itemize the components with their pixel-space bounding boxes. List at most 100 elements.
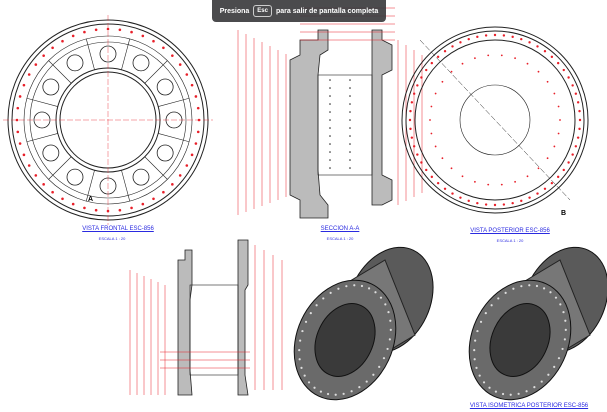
back-view bbox=[401, 26, 589, 214]
lightening-hole bbox=[42, 144, 60, 162]
bolt-hole bbox=[360, 284, 364, 288]
bolt-hole bbox=[313, 386, 316, 389]
bolt-hole bbox=[511, 201, 514, 205]
bolt-hole bbox=[299, 339, 302, 342]
lightening-hole bbox=[156, 78, 174, 96]
section-flange-right bbox=[237, 239, 249, 396]
bolt-hole bbox=[562, 68, 565, 72]
bolt-hole bbox=[562, 311, 565, 314]
ring-outline bbox=[414, 39, 576, 201]
hole-mark bbox=[329, 95, 331, 97]
iso-view-title: VISTA ISOMETRICA POSTERIOR ESC-856 bbox=[469, 403, 589, 409]
inner-hole bbox=[441, 157, 444, 160]
bolt-hole bbox=[315, 304, 318, 307]
bolt-hole bbox=[479, 320, 483, 323]
bolt-hole bbox=[512, 287, 515, 290]
bolt-hole bbox=[412, 92, 416, 95]
bolt-hole bbox=[576, 136, 580, 139]
bolt-hole bbox=[303, 374, 306, 377]
bolt-hole bbox=[152, 39, 155, 43]
section-view-scale: ESCALA 1 : 20 bbox=[326, 236, 354, 241]
bolt-hole bbox=[517, 392, 520, 395]
bolt-hole bbox=[564, 319, 567, 322]
bolt-hole bbox=[130, 30, 133, 34]
bolt-hole bbox=[152, 197, 155, 201]
hole-mark bbox=[329, 127, 331, 129]
bolt-hole bbox=[502, 203, 506, 206]
bolt-hole bbox=[547, 373, 550, 376]
rib-line bbox=[26, 97, 58, 107]
bolt-hole bbox=[34, 174, 38, 177]
hole-mark bbox=[329, 167, 331, 169]
inner-hole bbox=[537, 70, 540, 73]
hole-mark bbox=[349, 111, 351, 113]
bolt-hole bbox=[16, 106, 20, 110]
bolt-hole bbox=[130, 206, 133, 210]
lightening-hole bbox=[156, 144, 174, 162]
inner-hole bbox=[474, 57, 476, 60]
bolt-hole bbox=[509, 393, 512, 396]
bolt-hole bbox=[378, 365, 381, 368]
hole-mark bbox=[349, 127, 351, 129]
bolt-hole bbox=[494, 390, 498, 393]
rib-line bbox=[85, 170, 95, 202]
bolt-hole bbox=[511, 35, 514, 39]
rib-line bbox=[158, 97, 190, 107]
bolt-hole bbox=[578, 127, 581, 131]
ring-outline bbox=[401, 26, 589, 214]
bolt-hole bbox=[571, 84, 574, 87]
hole-mark bbox=[349, 119, 351, 121]
bolt-hole bbox=[556, 61, 560, 65]
bolt-hole bbox=[451, 192, 454, 195]
bolt-hole bbox=[83, 30, 86, 34]
front-view bbox=[3, 15, 213, 225]
drum-body bbox=[317, 74, 373, 176]
bolt-hole bbox=[162, 190, 165, 194]
esc-key-hint[interactable]: Esc bbox=[253, 5, 272, 17]
bolt-hole bbox=[525, 390, 528, 393]
section-flange-left bbox=[177, 249, 193, 396]
hole-mark bbox=[349, 159, 351, 161]
bolt-hole bbox=[528, 284, 531, 287]
inner-hole bbox=[487, 183, 490, 186]
inner-hole bbox=[450, 70, 453, 73]
inner-hole bbox=[474, 180, 476, 183]
bolt-hole bbox=[61, 197, 64, 201]
lightening-hole bbox=[66, 168, 84, 186]
bolt-hole bbox=[571, 153, 574, 156]
bolt-hole bbox=[488, 386, 491, 389]
rib-line bbox=[121, 170, 131, 202]
bolt-hole bbox=[542, 287, 546, 290]
bolt-hole bbox=[533, 386, 536, 389]
bolt-hole bbox=[543, 187, 547, 190]
bolt-hole bbox=[520, 285, 523, 288]
bolt-hole bbox=[27, 73, 31, 76]
bolt-hole bbox=[473, 358, 476, 361]
bolt-hole bbox=[388, 338, 391, 341]
bolt-hole bbox=[556, 175, 560, 179]
back-view-scale: ESCALA 1 : 20 bbox=[496, 238, 524, 243]
inner-hole bbox=[500, 183, 503, 186]
drum-body bbox=[189, 284, 239, 376]
inner-hole bbox=[546, 80, 549, 83]
bolt-hole bbox=[194, 142, 198, 145]
bolt-hole bbox=[178, 174, 182, 177]
section-flange-left bbox=[289, 29, 329, 219]
rib-line bbox=[48, 156, 72, 180]
bolt-hole bbox=[196, 106, 200, 110]
bolt-hole bbox=[493, 33, 497, 37]
hole-mark bbox=[349, 151, 351, 153]
inner-hole bbox=[430, 105, 433, 108]
bolt-hole bbox=[298, 358, 301, 361]
inner-hole bbox=[546, 157, 549, 160]
bolt-hole bbox=[536, 192, 539, 195]
inner-hole bbox=[461, 62, 464, 65]
hole-mark bbox=[349, 167, 351, 169]
bolt-hole bbox=[118, 28, 122, 32]
bolt-hole bbox=[497, 297, 500, 300]
bolt-hole bbox=[476, 201, 479, 205]
bolt-hole bbox=[18, 95, 22, 98]
hole-mark bbox=[329, 79, 331, 81]
bolt-hole bbox=[528, 41, 531, 44]
bolt-hole bbox=[408, 118, 412, 122]
